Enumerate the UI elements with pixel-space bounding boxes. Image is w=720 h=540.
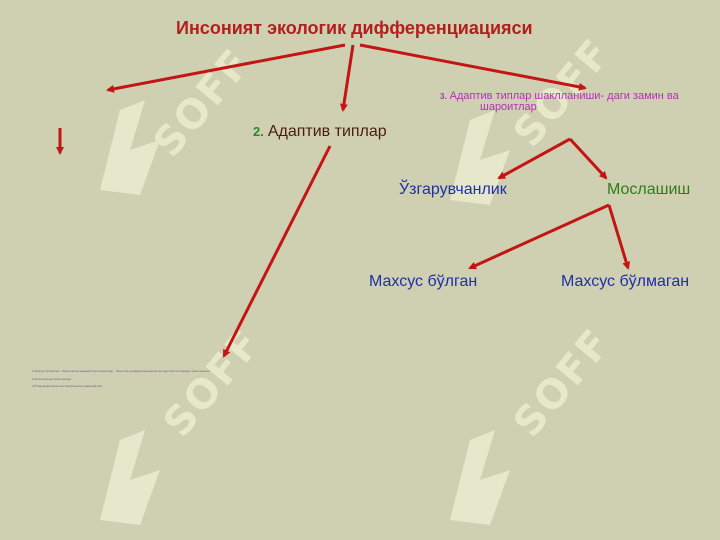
node-number: 2. [253,124,264,139]
node-unspecialized: Махсус бўлмаган [561,273,690,290]
arrow-adaptation-specialized [468,203,610,270]
node-adaptive-conditions: 3.Адаптив типлар шаклланиши- даги замин … [440,90,679,113]
arrow-node3-adaptation [568,137,608,180]
arrow-node2-down [222,145,332,358]
tiny-text-line: 3.Ўзгарувчанлик ва мослашувчанлик давоми… [32,384,103,388]
diagram-title: Инсоният экологик дифференциацияси [176,18,533,38]
node-adaptive-types: 2.Адаптив типлар [253,123,387,141]
arrow-adaptation-unspecialized [607,204,631,270]
node-label-line2: шароитлар [480,101,537,113]
node-variability: Ўзгарувчанлик [399,181,507,198]
tiny-text-line: 2.Антропогенез факторлари [32,377,72,381]
arrow-title-left [106,43,346,93]
node-adaptation: Мослашиш [607,181,691,198]
tiny-text-line: 1.Махсус бўлганлик - биологик ва маданий… [32,369,210,373]
arrow-node3-variability [497,137,571,180]
node-label: Адаптив типлар [267,123,387,140]
node-label-line1: Адаптив типлар шаклланиши- даги замин ва [449,90,679,102]
arrow-title-node3 [359,43,587,91]
node-specialized: Махсус бўлган [369,273,478,290]
node-number: 3. [440,92,447,101]
arrow-title-node2 [339,44,355,112]
